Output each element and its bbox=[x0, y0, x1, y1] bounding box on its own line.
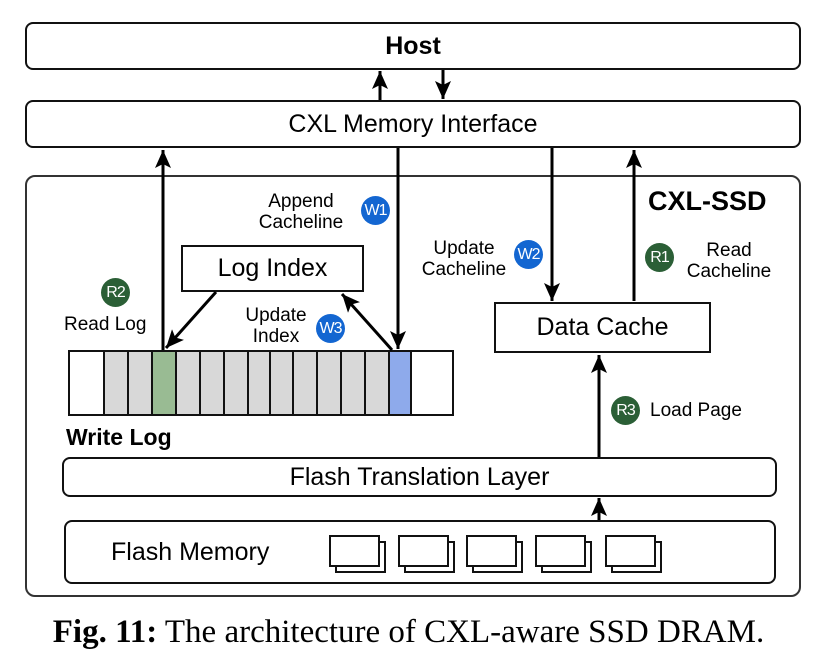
flash-chip bbox=[466, 535, 517, 567]
r1-label: Read Cacheline bbox=[686, 240, 772, 282]
data-cache-label: Data Cache bbox=[536, 313, 669, 341]
log-index-label: Log Index bbox=[217, 254, 328, 282]
w3-label: Update Index bbox=[245, 305, 307, 347]
cxl-memory-interface-label: CXL Memory Interface bbox=[288, 109, 538, 138]
figure-caption-prefix: Fig. 11: bbox=[52, 614, 158, 650]
w3-badge: W3 bbox=[316, 314, 345, 343]
host-label: Host bbox=[385, 31, 441, 60]
write-log-cell-empty bbox=[68, 350, 105, 416]
flash-chip bbox=[329, 535, 380, 567]
r1-badge: R1 bbox=[645, 243, 674, 272]
write-log-cell-used bbox=[103, 350, 129, 416]
flash-translation-layer-label: Flash Translation Layer bbox=[289, 462, 550, 491]
flash-memory-label: Flash Memory bbox=[111, 537, 270, 566]
write-log-cell-used bbox=[340, 350, 366, 416]
figure-caption-text: The architecture of CXL-aware SSD DRAM. bbox=[157, 614, 765, 650]
write-log-cell-read bbox=[151, 350, 177, 416]
write-log-cell-used bbox=[199, 350, 225, 416]
write-log-label: Write Log bbox=[66, 424, 172, 450]
w2-label: Update Cacheline bbox=[421, 238, 507, 280]
write-log-cell-empty bbox=[410, 350, 454, 416]
write-log-cell-append bbox=[388, 350, 412, 416]
flash-chip bbox=[605, 535, 656, 567]
w2-badge: W2 bbox=[514, 240, 543, 269]
flash-chip bbox=[398, 535, 449, 567]
write-log-cell-used bbox=[364, 350, 390, 416]
write-log-cell-used bbox=[127, 350, 153, 416]
cxl-ssd-label: CXL-SSD bbox=[648, 186, 767, 216]
r3-badge: R3 bbox=[611, 396, 640, 425]
figure-caption: Fig. 11: The architecture of CXL-aware S… bbox=[0, 612, 817, 652]
r3-label: Load Page bbox=[650, 400, 742, 421]
write-log bbox=[68, 350, 454, 416]
write-log-cell-used bbox=[223, 350, 249, 416]
write-log-cell-used bbox=[269, 350, 294, 416]
log-index-box: Log Index bbox=[181, 245, 364, 292]
host-box: Host bbox=[25, 22, 801, 70]
r2-badge: R2 bbox=[101, 278, 130, 307]
data-cache-box: Data Cache bbox=[494, 302, 711, 353]
flash-translation-layer-box: Flash Translation Layer bbox=[62, 457, 777, 497]
w1-badge: W1 bbox=[361, 196, 390, 225]
cxl-memory-interface-box: CXL Memory Interface bbox=[25, 100, 801, 148]
write-log-cell-used bbox=[292, 350, 318, 416]
w1-label: Append Cacheline bbox=[258, 191, 344, 233]
write-log-cell-used bbox=[247, 350, 271, 416]
write-log-cell-used bbox=[316, 350, 342, 416]
r2-label: Read Log bbox=[64, 314, 147, 335]
write-log-cell-used bbox=[175, 350, 201, 416]
flash-chip bbox=[535, 535, 586, 567]
